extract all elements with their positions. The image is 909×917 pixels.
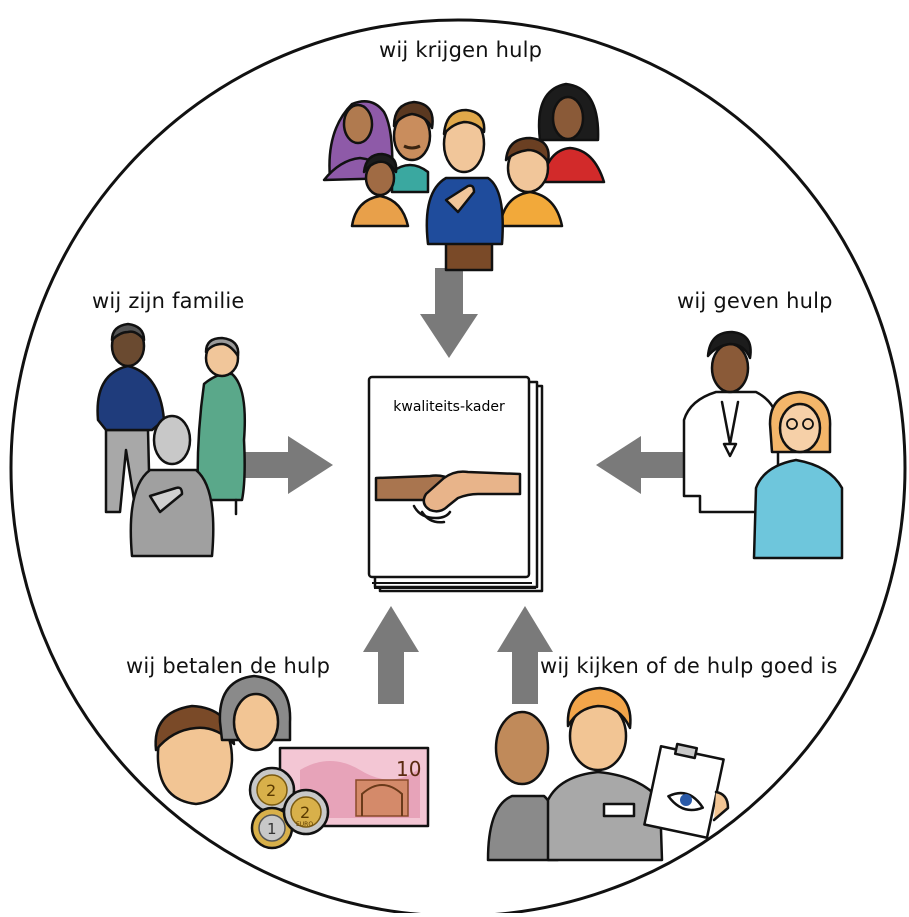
people-paying-group: 10 2 1 2 EURO [154, 674, 430, 850]
person-family-grandma [196, 336, 247, 516]
arrow-down-top [420, 268, 478, 358]
person-caregiver-woman [752, 390, 844, 560]
person-payer-woman [218, 674, 292, 752]
svg-text:1: 1 [267, 820, 277, 838]
person-checker-inspector [546, 686, 664, 862]
people-checking-group [486, 686, 730, 862]
svg-text:2: 2 [266, 781, 276, 800]
arrow-left-right [596, 436, 691, 494]
people-receiving-help [322, 82, 606, 272]
person-central-pointing [425, 108, 504, 272]
arrow-up-bottom-left [363, 606, 419, 704]
book-title: kwaliteits-kader [393, 399, 505, 415]
svg-text:EURO: EURO [296, 821, 313, 828]
label-receiving-help: wij krijgen hulp [379, 38, 543, 62]
arrow-up-bottom-right [497, 606, 553, 704]
person-payer-boy [154, 704, 236, 806]
label-family: wij zijn familie [92, 289, 245, 313]
person-man-mustache [390, 100, 434, 194]
person-caregiver-man [682, 330, 780, 514]
family-group [96, 322, 247, 558]
quality-framework-book: kwaliteits-kader [367, 375, 544, 593]
person-family-grey-pointing [129, 414, 215, 558]
svg-text:2: 2 [300, 803, 310, 822]
care-givers-group [682, 330, 844, 560]
coins-icon: 2 1 2 EURO [248, 766, 330, 850]
label-paying-help: wij betalen de hulp [126, 654, 331, 678]
arrow-right-left [240, 436, 333, 494]
label-giving-help: wij geven hulp [677, 289, 833, 313]
clipboard-eye-icon [643, 742, 730, 840]
handshake-icon [374, 470, 522, 524]
banknote-denomination: 10 [396, 757, 421, 781]
person-girl [350, 152, 410, 228]
person-woman-dark-hair [537, 82, 606, 184]
person-man-yellow-shirt [498, 136, 564, 228]
label-checking-help: wij kijken of de hulp goed is [540, 654, 838, 678]
